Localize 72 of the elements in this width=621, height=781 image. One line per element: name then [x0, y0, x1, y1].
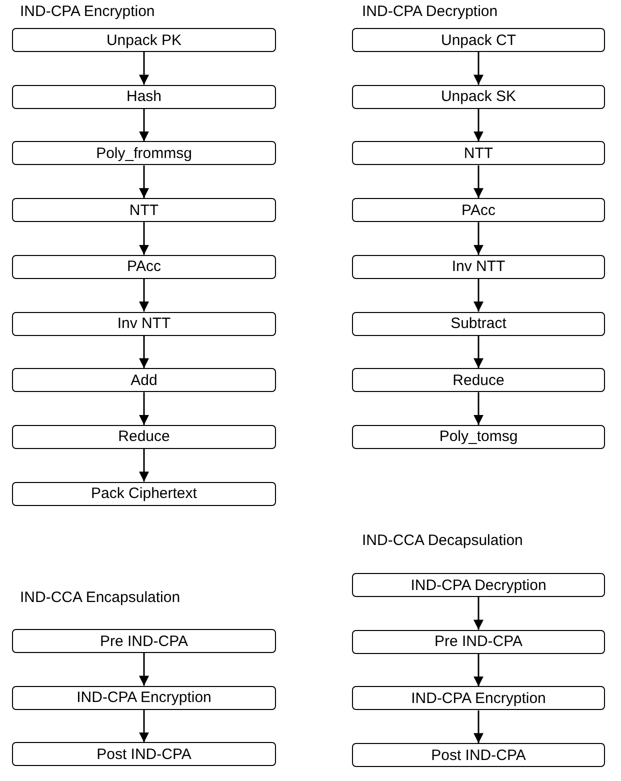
process-box	[12, 28, 276, 52]
arrow	[139, 222, 149, 255]
arrow	[139, 278, 149, 312]
arrow	[474, 392, 484, 425]
arrow	[474, 222, 484, 255]
process-box	[352, 312, 605, 336]
arrow	[139, 336, 149, 368]
process-box	[12, 482, 276, 506]
process-box	[12, 629, 276, 653]
process-box	[12, 198, 276, 222]
step-label: Poly_tomsg	[439, 428, 518, 446]
process-box	[352, 84, 605, 109]
step-label: Unpack SK	[440, 88, 516, 106]
process-box	[12, 424, 276, 449]
step-label: Pre IND-CPA	[434, 633, 523, 650]
process-box	[352, 141, 605, 166]
step-label: Reduce	[118, 428, 170, 446]
step-label: IND-CPA Encryption	[411, 690, 546, 707]
process-box	[352, 686, 605, 710]
process-box	[12, 84, 276, 109]
step-label: Post IND-CPA	[96, 746, 192, 763]
arrow	[139, 165, 149, 198]
step-label: Poly_frommsg	[96, 144, 192, 162]
arrow	[139, 392, 149, 425]
process-box	[352, 28, 605, 52]
section-heading: IND-CCA Decapsulation	[362, 532, 523, 549]
step-label: Reduce	[452, 372, 504, 389]
arrow	[474, 336, 484, 368]
process-box	[352, 743, 605, 768]
process-box	[12, 368, 276, 392]
arrow	[474, 108, 484, 142]
process-box	[12, 742, 276, 766]
arrow	[474, 52, 484, 85]
step-label: Inv NTT	[117, 315, 171, 332]
process-box	[352, 424, 605, 449]
arrow	[139, 710, 149, 742]
process-box	[12, 312, 276, 336]
step-label: IND-CPA Decryption	[410, 576, 546, 594]
step-label: IND-CPA Encryption	[76, 689, 212, 706]
arrow	[474, 654, 484, 686]
section-heading: IND-CPA Encryption	[20, 3, 155, 20]
section-heading: IND-CPA Decryption	[362, 3, 498, 20]
step-label: PAcc	[462, 202, 496, 219]
step-label: PAcc	[127, 258, 161, 276]
step-label: Subtract	[450, 315, 506, 332]
arrow	[139, 448, 149, 482]
step-label: Pack Ciphertext	[91, 485, 197, 502]
process-box	[12, 686, 276, 710]
step-label: Unpack CT	[440, 32, 516, 48]
step-label: NTT	[464, 144, 494, 162]
step-label: Pre IND-CPA	[100, 632, 188, 650]
step-label: Post IND-CPA	[431, 746, 526, 764]
section-heading: IND-CCA Encapsulation	[20, 589, 180, 606]
process-box	[12, 254, 276, 279]
arrow	[474, 165, 484, 198]
process-box	[352, 573, 605, 597]
arrow	[139, 653, 149, 686]
arrow	[139, 52, 149, 85]
process-box	[352, 254, 605, 279]
step-label: Hash	[126, 88, 162, 106]
process-box	[352, 368, 605, 392]
process-box	[352, 198, 605, 222]
arrow	[474, 710, 484, 744]
process-box	[12, 141, 276, 166]
step-label: Unpack PK	[106, 32, 182, 48]
step-label: Add	[130, 372, 158, 389]
process-box	[352, 630, 605, 654]
arrow	[474, 278, 484, 312]
step-label: NTT	[129, 202, 159, 219]
arrow	[474, 597, 484, 630]
arrow	[139, 108, 149, 142]
step-label: Inv NTT	[452, 258, 506, 276]
